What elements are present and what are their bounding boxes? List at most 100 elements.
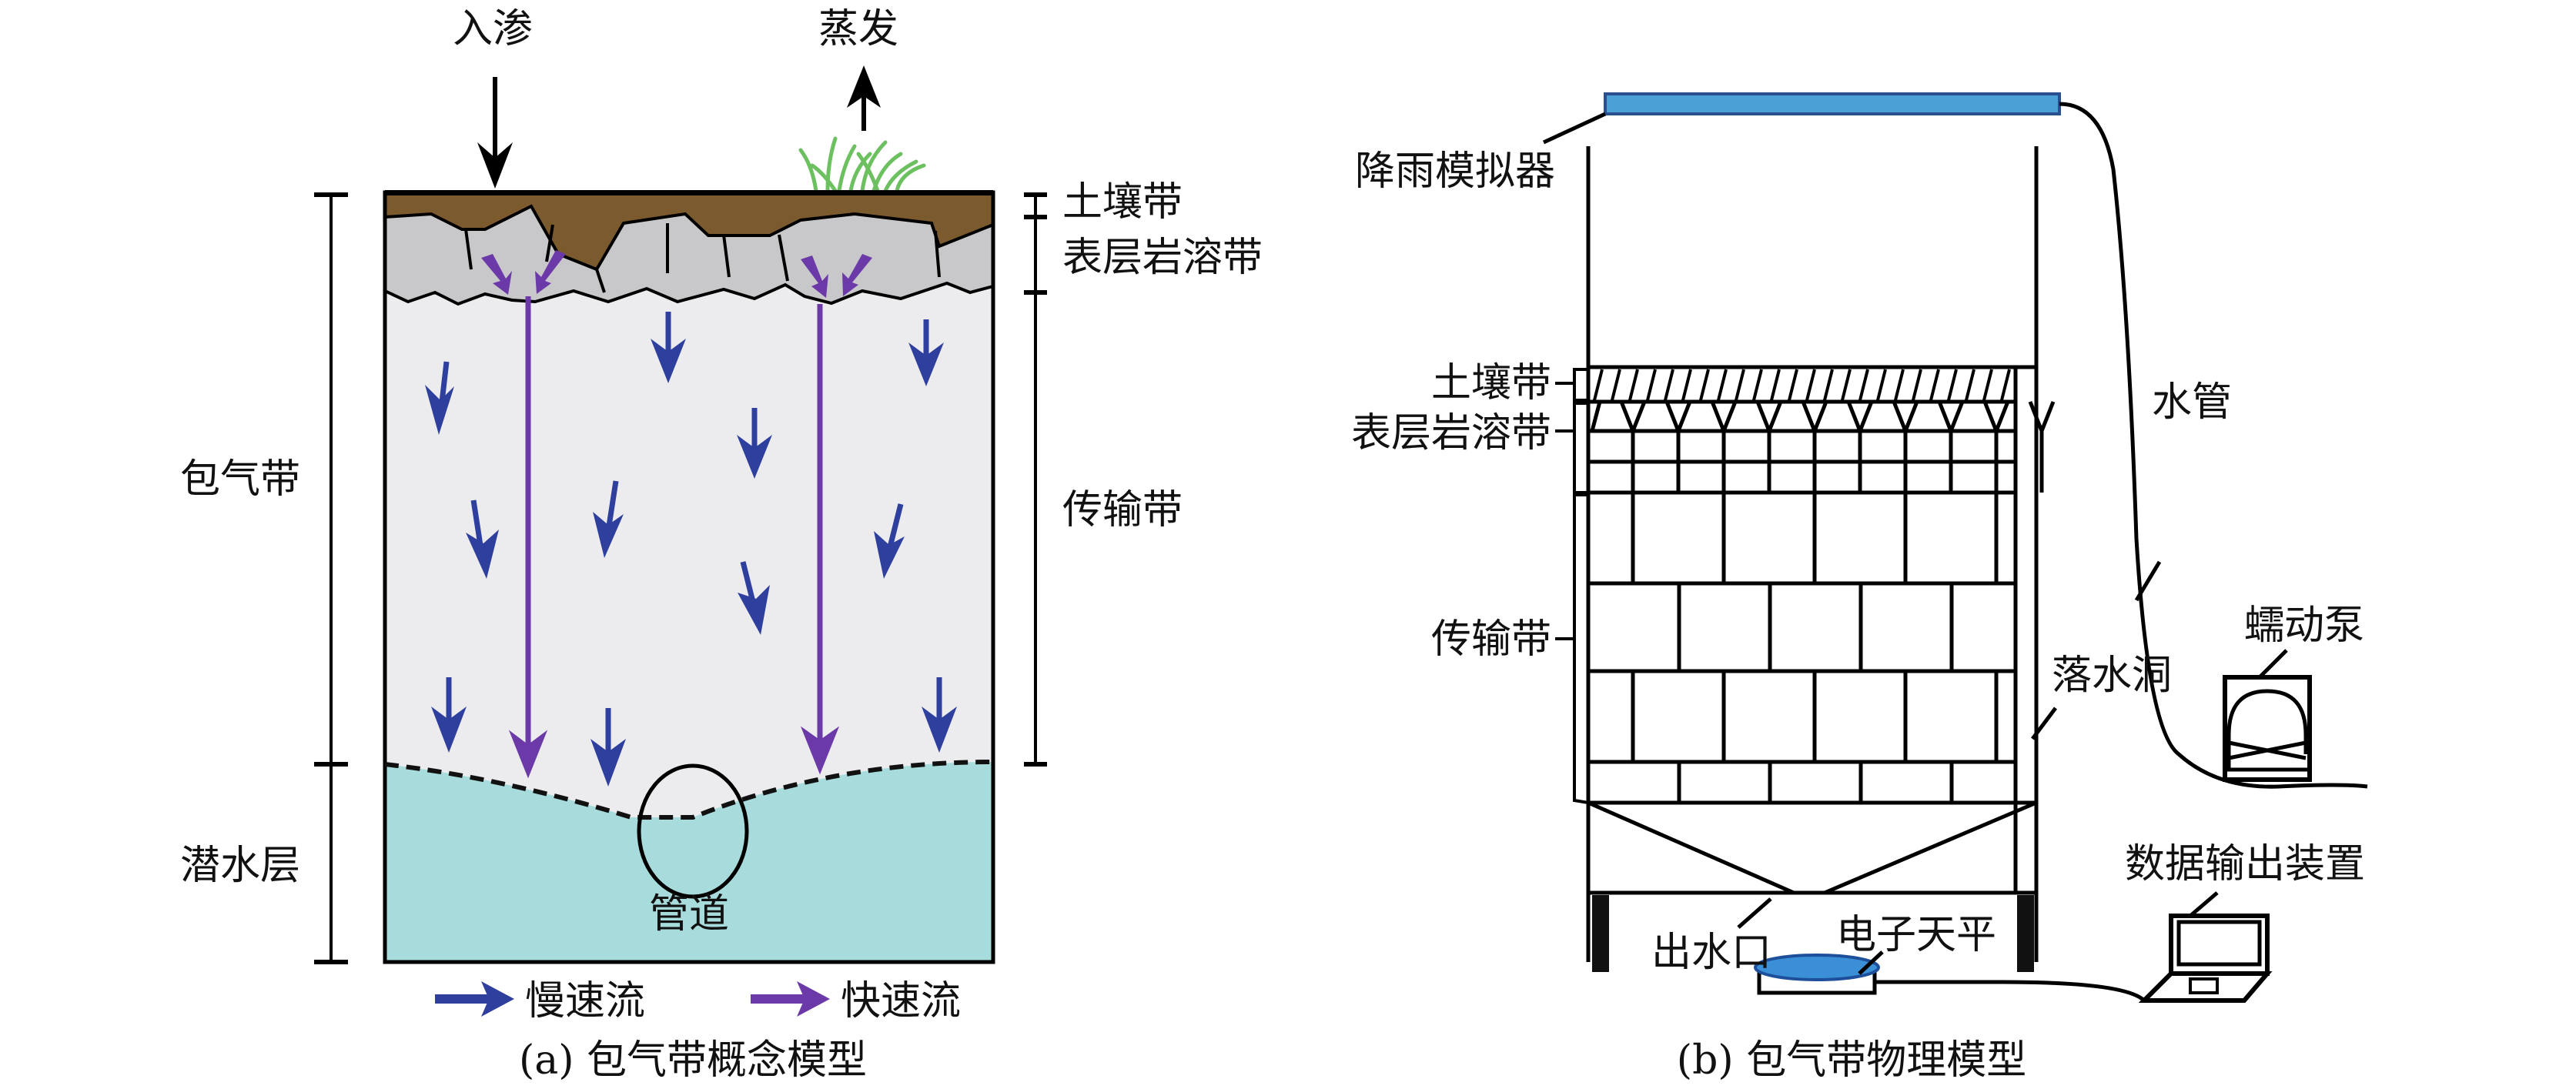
rain-simulator [1604,92,2061,115]
hatch-line [1611,369,1621,401]
epikarst-funnel [1755,401,1783,436]
hatch-line [1628,369,1639,401]
vadose-zone-bracket [314,192,348,767]
zone-brackets-right [1024,192,1047,767]
slow-flow-arrow-icon [737,408,772,479]
hatch-line [1788,369,1798,401]
stand-leg-left [1592,895,1609,972]
rain-simulator-leader [1542,112,1607,145]
evaporation-arrow-icon [847,65,881,131]
panel-a-caption: (a) 包气带概念模型 [519,1037,867,1084]
epikarst-funnel [1982,401,2010,436]
fast-flow-arrow-icon [842,254,872,296]
hatch-line [1965,369,1975,401]
epikarst-funnel [2028,401,2056,436]
slow-flow-arrows [425,312,957,787]
infiltration-arrow-icon [477,77,513,189]
hatch-line [1646,369,1657,401]
sinkhole-leader [2031,707,2057,740]
conduit-label: 管道 [649,891,729,937]
laptop-leader [2189,891,2219,917]
slow-flow-arrow-icon [908,319,944,386]
panel-a: 入渗 蒸发 [180,6,1263,1084]
sinkhole-label: 落水洞 [2052,653,2172,699]
slow-flow-arrow-icon [466,499,499,579]
hatch-line [1929,369,1940,401]
grass-icon [798,136,926,193]
transport-zone-label-b: 传输带 [1431,616,1551,663]
slow-flow-arrow-icon [651,312,686,383]
aquifer-water [385,762,993,962]
slow-flow-arrow-icon [431,677,467,753]
hatch-line [1593,369,1604,401]
pump-leader [2258,649,2288,679]
fast-flow-arrows [481,250,872,779]
legend: 慢速流 快速流 [435,978,961,1024]
balance-cable [1875,980,2146,1002]
water-pipe [2059,102,2368,789]
epikarst-cracks [464,223,941,293]
fast-flow-arrow-icon [535,250,566,294]
infiltration-label: 入渗 [453,6,533,52]
epikarst-funnel [1664,401,1692,436]
outlet-leader [1737,897,1772,929]
soil-zone-label: 土壤带 [1062,179,1183,225]
phreatic-aquifer-label: 潜水层 [180,843,300,889]
hatch-line [1699,369,1710,401]
slow-flow-arrow-icon [425,361,454,435]
water-pipe-label: 水管 [2152,379,2232,426]
hatch-line [1858,369,1869,401]
water-pipe-leader [2134,560,2162,602]
panel-b-caption: (b) 包气带物理模型 [1677,1037,2026,1084]
column-frame [1586,146,2039,962]
balance-leader [1858,950,1884,975]
hatch-line [1752,369,1763,401]
soil-layer [383,192,995,272]
hatch-line [1912,369,1922,401]
legend-item-fast-flow: 快速流 [751,978,961,1024]
peristaltic-pump-label: 蠕动泵 [2244,603,2364,649]
hatch-line [1894,369,1905,401]
fast-flow-arrow-icon [801,256,828,298]
hatch-line [2000,369,2011,401]
rain-simulator-label: 降雨模拟器 [1355,149,1555,195]
water-table-line [384,760,994,820]
panel-b-left-leaders [1555,368,1589,804]
evaporation-label: 蒸发 [818,6,898,52]
conduit-ellipse [637,763,749,899]
hatch-line [1947,369,1958,401]
epikarst-funnel [1801,401,1828,436]
slow-flow-arrow-icon [593,480,624,558]
hatch-line [1805,369,1816,401]
epikarst-funnel [1710,401,1738,436]
slow-flow-arrow-icon [922,677,957,753]
hatch-line [1876,369,1887,401]
hatch-line [1681,369,1692,401]
fast-flow-arrow-icon [508,730,548,779]
stand-leg-right [2017,895,2034,972]
panel-b: 降雨模拟器 水管 [1351,92,2368,1084]
slow-flow-arrow-icon [738,561,770,635]
hatch-line [1717,369,1728,401]
laptop-icon [2138,914,2273,1003]
data-output-device-label: 数据输出装置 [2125,841,2365,887]
soil-layer-hatch [1586,365,2018,404]
legend-label: 慢速流 [525,978,645,1024]
hatch-line [1823,369,1834,401]
epikarst-zone-label-b: 表层岩溶带 [1351,410,1551,456]
outlet-funnel [1587,800,2037,895]
epikarst-layer-grid [1588,399,2056,495]
transport-zone-bricks [1588,367,2018,893]
fast-flow-arrow-icon [800,726,840,775]
epikarst-funnel [1619,401,1647,436]
transport-zone-label: 传输带 [1062,487,1183,533]
epikarst-funnel [1892,401,1919,436]
hatch-line [1982,369,1993,401]
epikarst-funnel [1590,401,1602,432]
hatch-line [1664,369,1674,401]
epikarst-funnel [1937,401,1965,436]
hatch-line [1841,369,1852,401]
legend-item-slow-flow: 慢速流 [435,978,645,1024]
vadose-zone-label: 包气带 [180,456,300,503]
